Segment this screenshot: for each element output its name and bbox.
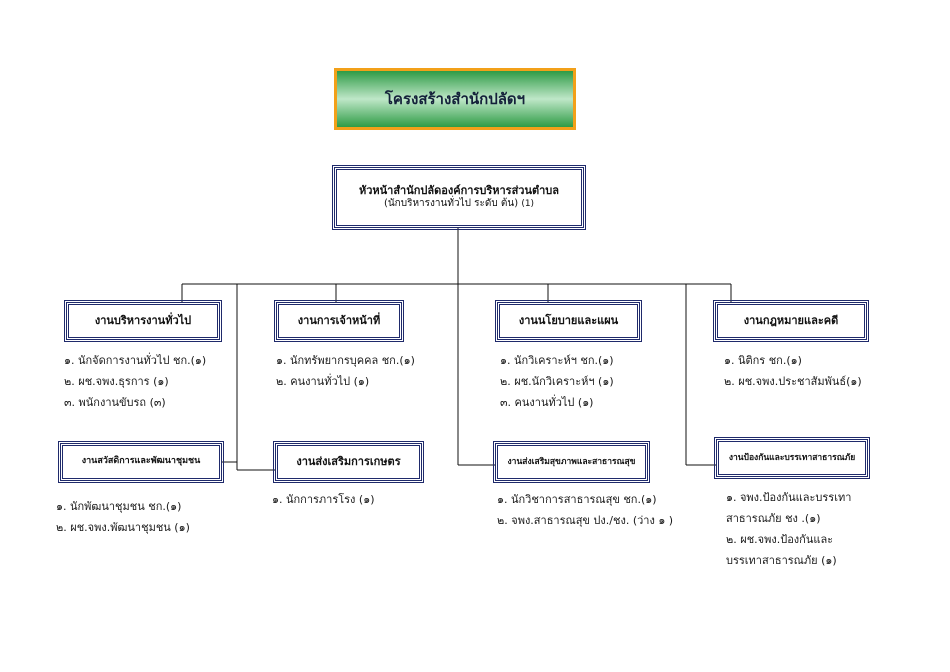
staff-item: ๑. นักพัฒนาชุมชน ชก.(๑): [56, 500, 182, 513]
staff-list-general-admin: ๑. นักจัดการงานทั่วไป ชก.(๑) ๒. ผช.จพง.ธ…: [64, 350, 206, 413]
unit-box-welfare-community: งานสวัสดิการและพัฒนาชุมชน: [58, 441, 224, 483]
staff-list-personnel: ๑. นักทรัพยากรบุคคล ชก.(๑) ๒. คนงานทั่วไ…: [276, 350, 415, 392]
head-box: หัวหน้าสำนักปลัดองค์การบริหารส่วนตำบล (น…: [332, 165, 586, 230]
unit-title: งานการเจ้าหน้าที่: [297, 314, 381, 328]
head-level: (นักบริหารงานทั่วไป ระดับ ต้น): [383, 198, 519, 210]
staff-item: บรรเทาสาธารณภัย (๑): [726, 554, 837, 567]
unit-title: งานสวัสดิการและพัฒนาชุมชน: [81, 456, 201, 467]
unit-title: งานส่งเสริมการเกษตร: [296, 455, 401, 469]
unit-box-policy-plan: งานนโยบายและแผน: [495, 300, 642, 342]
staff-item: ๑. นักการภารโรง (๑): [272, 493, 375, 506]
staff-list-legal: ๑. นิติกร ชก.(๑) ๒. ผช.จพง.ประชาสัมพันธ์…: [724, 350, 862, 392]
staff-item: ๒. ผช.นักวิเคราะห์ฯ (๑): [500, 375, 614, 388]
head-title: หัวหน้าสำนักปลัดองค์การบริหารส่วนตำบล: [358, 184, 560, 198]
staff-item: ๒. ผช.จพง.พัฒนาชุมชน (๑): [56, 521, 190, 534]
staff-item: ๒. ผช.จพง.ธุรการ (๑): [64, 375, 169, 388]
staff-list-agriculture: ๑. นักการภารโรง (๑): [272, 489, 375, 510]
staff-item: ๑. นักวิเคราะห์ฯ ชก.(๑): [500, 354, 614, 367]
staff-list-disaster-prevention: ๑. จพง.ป้องกันและบรรเทา สาธารณภัย ชง .(๑…: [726, 487, 851, 571]
unit-box-general-admin: งานบริหารงานทั่วไป: [64, 300, 222, 342]
staff-item: ๑. นักทรัพยากรบุคคล ชก.(๑): [276, 354, 415, 367]
staff-item: สาธารณภัย ชง .(๑): [726, 512, 821, 525]
staff-item: ๒. คนงานทั่วไป (๑): [276, 375, 370, 388]
unit-title: งานนโยบายและแผน: [518, 314, 619, 328]
staff-list-public-health: ๑. นักวิชาการสาธารณสุข ชก.(๑) ๒. จพง.สาธ…: [497, 489, 673, 531]
chart-title: โครงสร้างสำนักปลัดฯ: [334, 68, 576, 130]
unit-box-disaster-prevention: งานป้องกันและบรรเทาสาธารณภัย: [714, 437, 870, 479]
unit-box-legal: งานกฎหมายและคดี: [713, 300, 869, 342]
head-count: (1): [521, 199, 535, 210]
staff-item: ๑. จพง.ป้องกันและบรรเทา: [726, 491, 852, 504]
staff-item: ๒. ผช.จพง.ประชาสัมพันธ์(๑): [724, 375, 862, 388]
unit-box-agriculture: งานส่งเสริมการเกษตร: [273, 441, 424, 483]
unit-box-public-health: งานส่งเสริมสุขภาพและสาธารณสุข: [493, 441, 650, 483]
unit-title: งานบริหารงานทั่วไป: [94, 314, 192, 328]
head-subtitle: (นักบริหารงานทั่วไป ระดับ ต้น) (1): [384, 198, 534, 211]
unit-title: งานส่งเสริมสุขภาพและสาธารณสุข: [507, 456, 636, 467]
staff-list-policy-plan: ๑. นักวิเคราะห์ฯ ชก.(๑) ๒. ผช.นักวิเคราะ…: [500, 350, 614, 413]
staff-item: ๑. นักจัดการงานทั่วไป ชก.(๑): [64, 354, 207, 367]
staff-item: ๑. นิติกร ชก.(๑): [724, 354, 802, 367]
unit-box-personnel: งานการเจ้าหน้าที่: [274, 300, 404, 342]
staff-item: ๑. นักวิชาการสาธารณสุข ชก.(๑): [497, 493, 657, 506]
staff-list-welfare-community: ๑. นักพัฒนาชุมชน ชก.(๑) ๒. ผช.จพง.พัฒนาช…: [56, 496, 190, 538]
unit-title: งานป้องกันและบรรเทาสาธารณภัย: [728, 452, 856, 463]
staff-item: ๓. พนักงานขับรถ (๓): [64, 396, 166, 409]
unit-title: งานกฎหมายและคดี: [743, 314, 839, 328]
staff-item: ๓. คนงานทั่วไป (๑): [500, 396, 594, 409]
staff-item: ๒. จพง.สาธารณสุข ปง./ชง. (ว่าง ๑ ): [497, 514, 674, 527]
staff-item: ๒. ผช.จพง.ป้องกันและ: [726, 533, 834, 546]
